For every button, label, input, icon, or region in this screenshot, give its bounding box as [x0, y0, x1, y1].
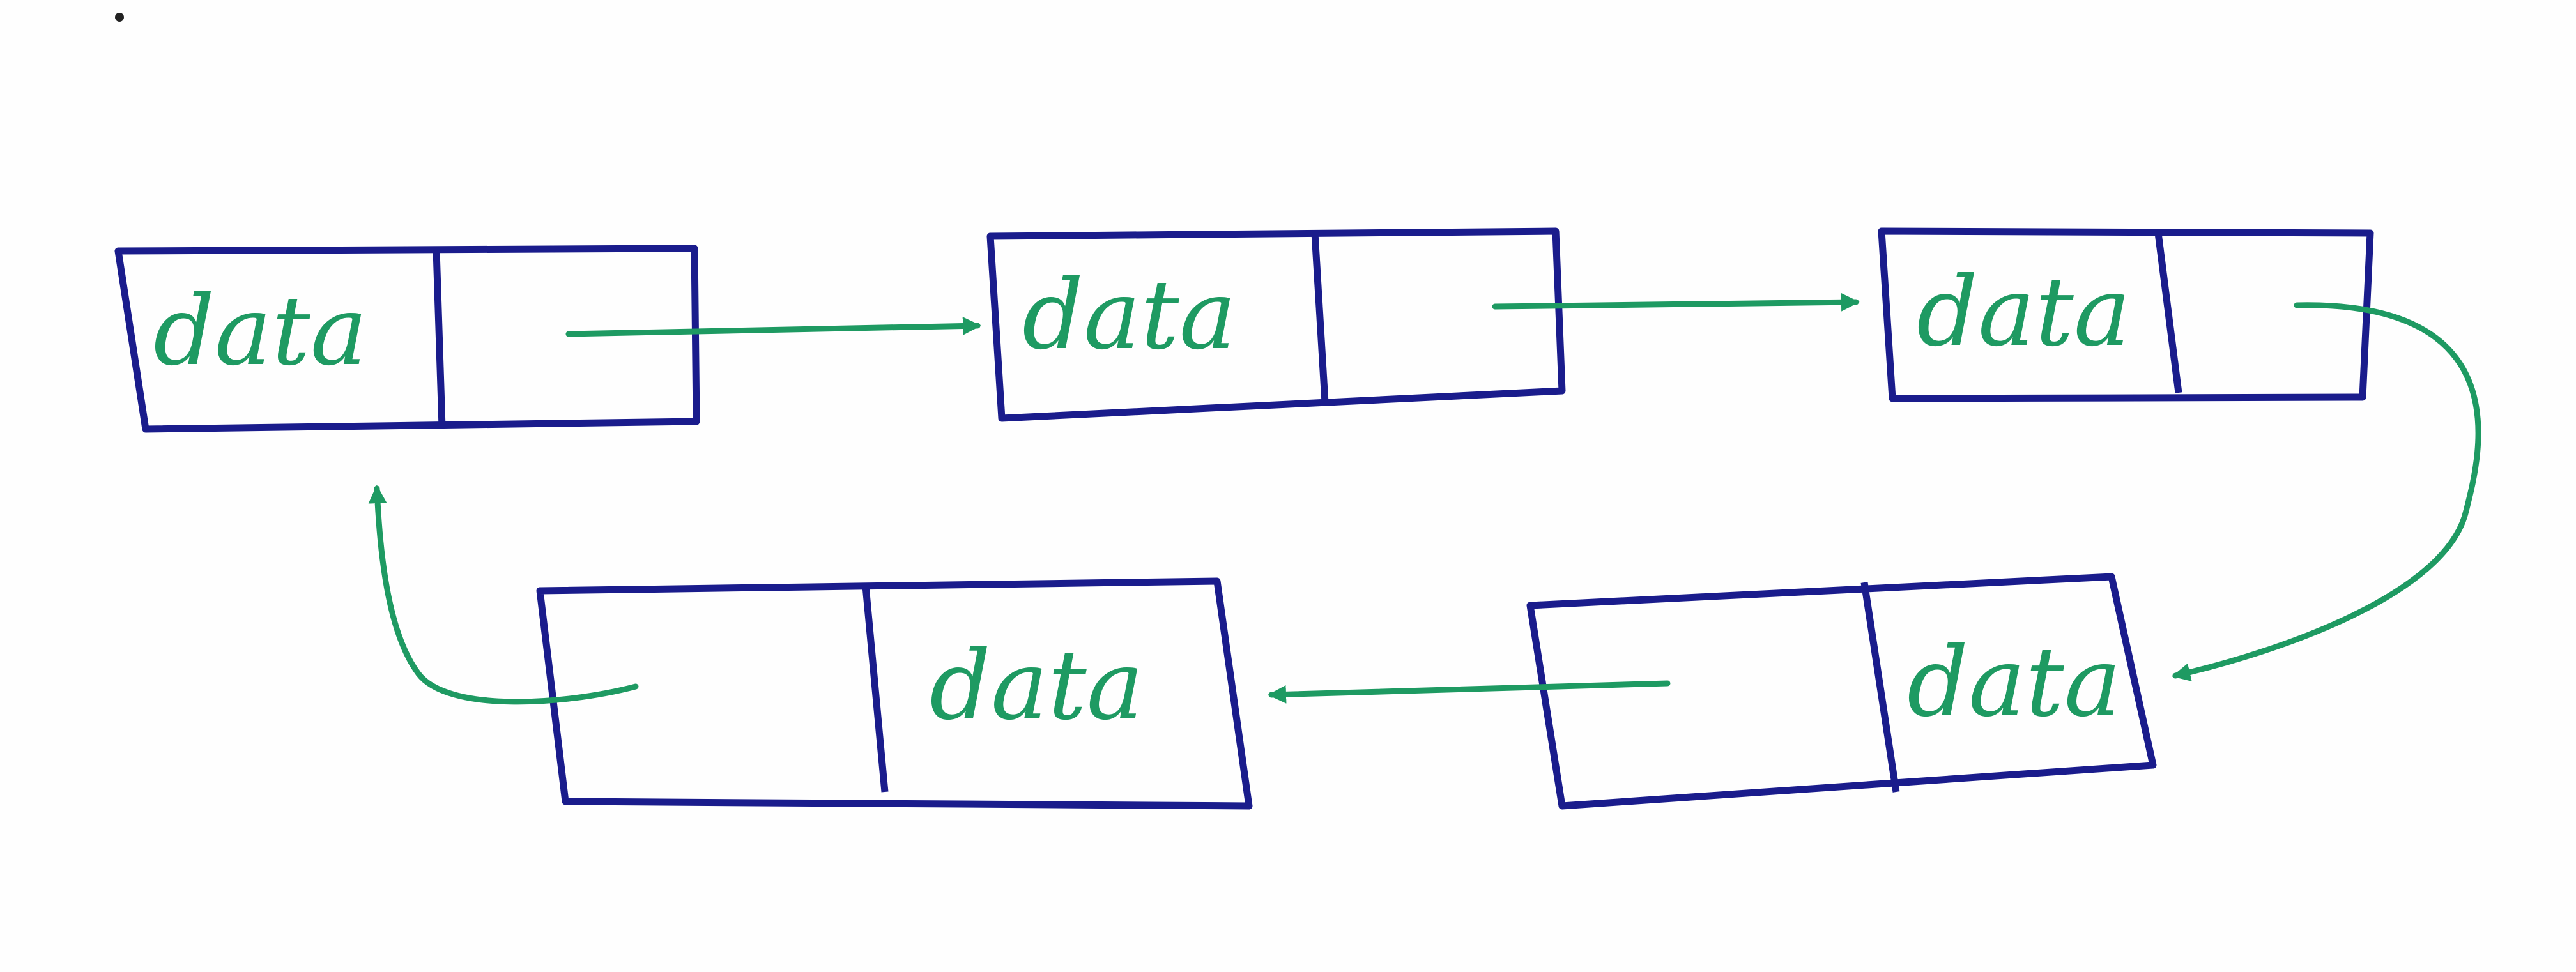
node-1-data-label: data	[153, 276, 367, 387]
node-3: data	[1878, 227, 2374, 402]
node-3-box	[1878, 227, 2374, 402]
node-4-box	[1526, 573, 2157, 810]
node-1-box	[114, 245, 700, 433]
node-1-divider	[433, 250, 446, 427]
node-2-divider	[1311, 232, 1329, 403]
node-5-box	[536, 577, 1253, 810]
node-5-divider	[862, 586, 889, 793]
node-4: data	[1526, 573, 2157, 810]
node-1: data	[114, 245, 700, 433]
node-3-divider	[2154, 232, 2182, 393]
arrow-node1-to-node2	[565, 317, 981, 337]
node-2-data-label: data	[1022, 260, 1236, 371]
arrow-node3-to-node4	[2172, 302, 2481, 681]
node-2: data	[986, 227, 1566, 422]
arrow-node5-to-node1	[368, 485, 639, 705]
node-3-data-label: data	[1917, 257, 2131, 368]
node-2-box	[986, 227, 1566, 422]
node-4-divider	[1860, 582, 1900, 793]
arrow-node2-to-node3	[1492, 292, 1860, 312]
arrow-node4-to-node5	[1268, 680, 1671, 704]
node-5: data	[536, 577, 1253, 810]
node-4-data-label: data	[1907, 627, 2121, 738]
node-5-data-label: data	[930, 630, 1144, 741]
ink-dot	[115, 13, 124, 22]
